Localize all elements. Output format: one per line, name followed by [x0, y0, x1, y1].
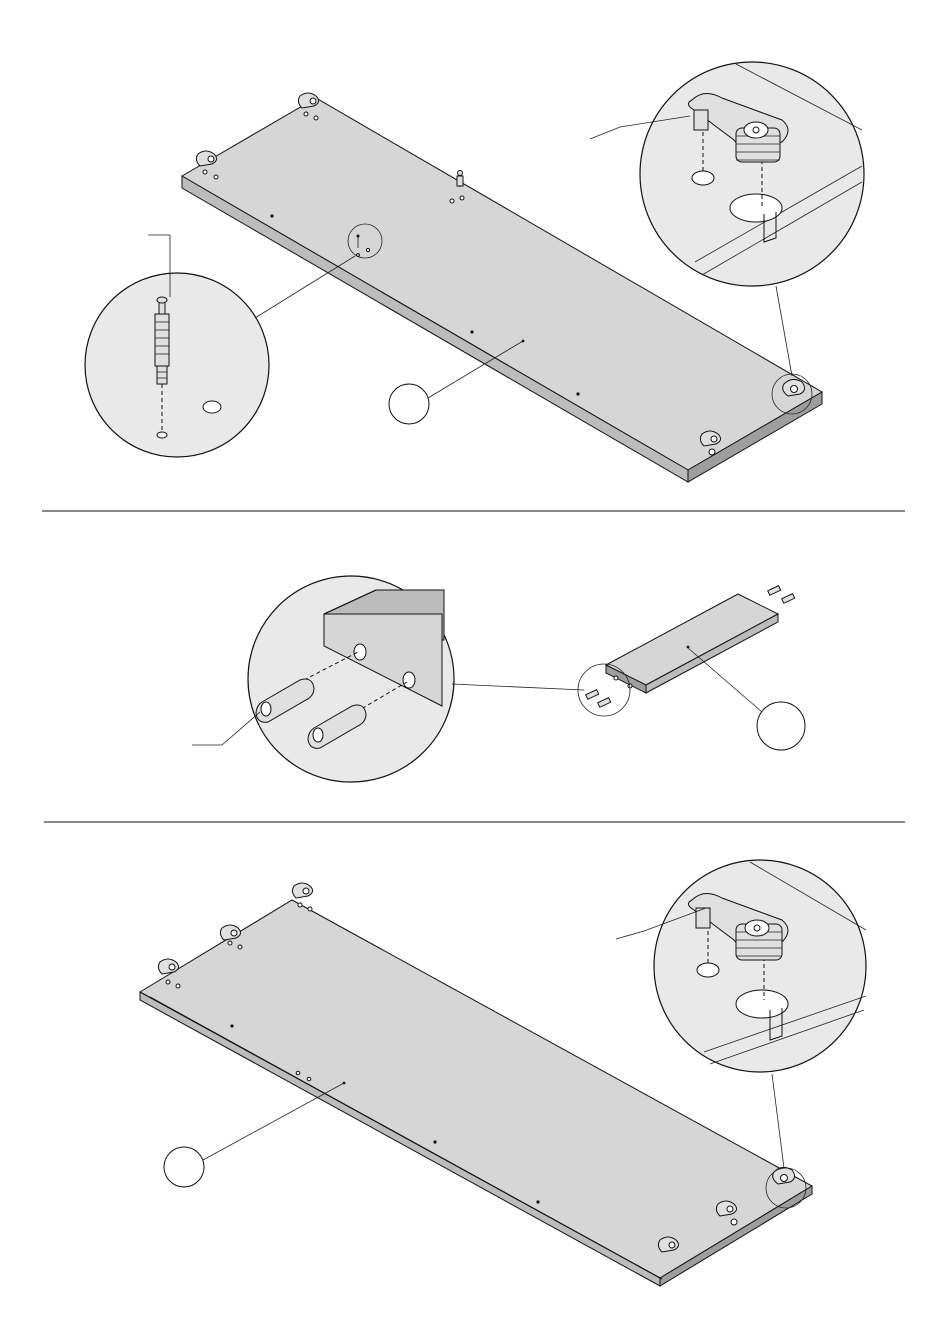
cam-lock-icon	[783, 379, 805, 396]
step-2-board	[606, 594, 778, 693]
wooden-dowel-icon	[586, 690, 599, 700]
step-2-part-callout	[688, 648, 805, 750]
cam-lock-icon	[292, 883, 312, 898]
step-3-part-callout	[164, 1083, 344, 1187]
step-3	[140, 860, 866, 1286]
step-1-part-callout	[389, 341, 523, 424]
step-2	[192, 576, 805, 782]
wooden-dowel-icon	[768, 586, 781, 596]
step-2-zoom-dowels	[192, 576, 584, 782]
step-2-detail-marker	[578, 664, 630, 716]
step-1	[85, 62, 864, 482]
wooden-dowel-icon	[782, 594, 795, 604]
cam-lock-icon	[773, 1167, 795, 1184]
wooden-dowel-icon	[598, 698, 611, 708]
cam-bolt-icon	[457, 171, 463, 188]
step-1-zoom-cam-bolt	[85, 235, 355, 457]
